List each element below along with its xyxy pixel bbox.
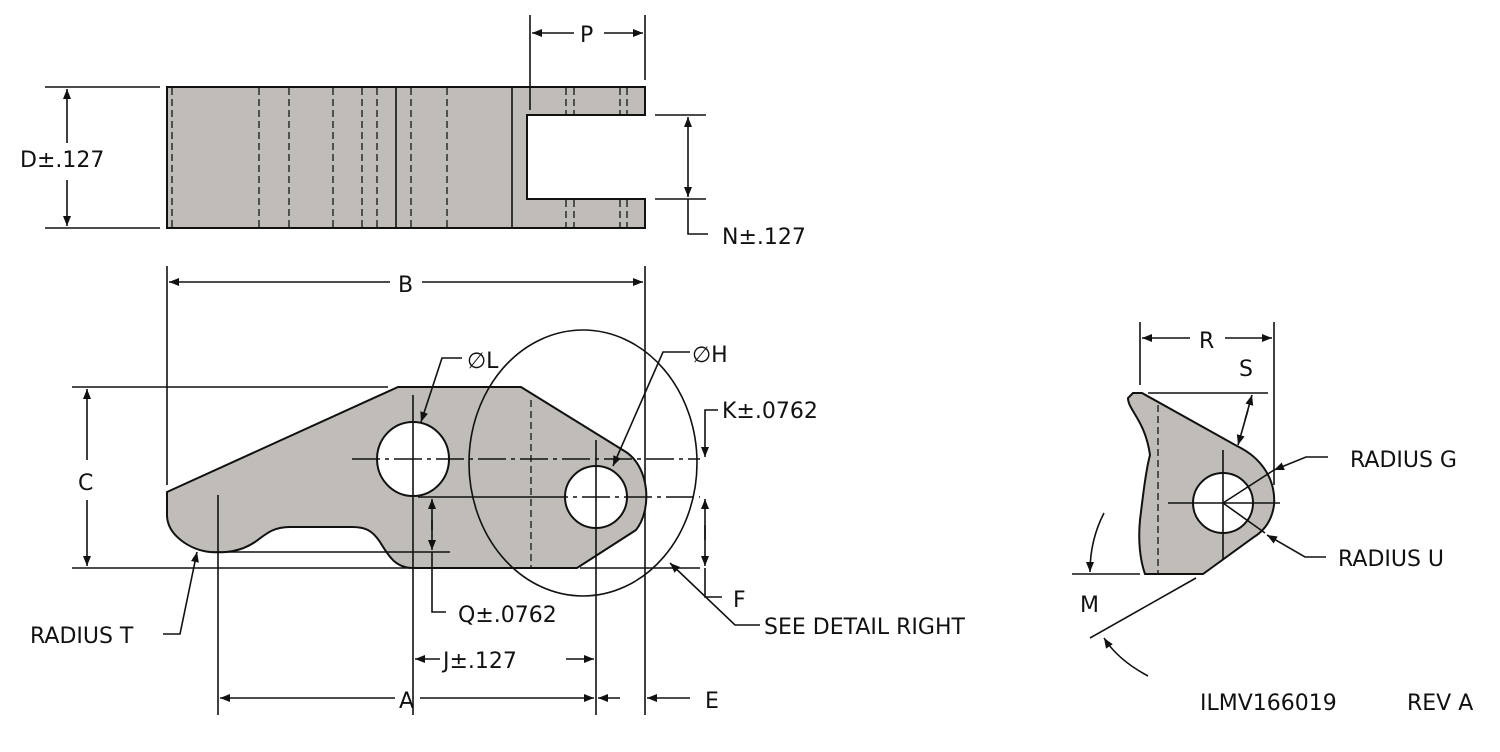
radius-t-callout: RADIUS T <box>30 551 199 649</box>
dimension-k: K±.0762 <box>701 399 818 457</box>
dimension-f-label: F <box>733 588 746 613</box>
top-view: D±.127 P N±.127 B <box>20 15 806 715</box>
see-detail-callout: SEE DETAIL RIGHT <box>669 562 965 640</box>
dimension-s: S <box>1148 357 1268 446</box>
dimension-q: Q±.0762 <box>428 499 557 628</box>
radius-g-callout: RADIUS G <box>1222 448 1457 504</box>
front-view: C ∅L ∅H K±.0762 F Q±.0762 <box>30 329 965 715</box>
part-number: ILMV166019 <box>1200 691 1337 716</box>
dimension-j: J±.127 <box>415 649 594 674</box>
radius-u-label: RADIUS U <box>1338 547 1444 572</box>
dimension-e: E <box>598 689 719 714</box>
radius-g-label: RADIUS G <box>1350 448 1457 473</box>
dimension-e-label: E <box>705 689 719 714</box>
dimension-q-label: Q±.0762 <box>458 603 557 628</box>
dimension-a-label: A <box>399 689 414 714</box>
radius-u-callout: RADIUS U <box>1222 502 1444 572</box>
diameter-h-label: ∅H <box>692 343 728 368</box>
dimension-r: R <box>1139 322 1275 485</box>
dimension-p: P <box>529 15 646 110</box>
dimension-b: B <box>166 266 646 715</box>
dimension-k-label: K±.0762 <box>722 399 818 424</box>
dimension-d-label: D±.127 <box>20 148 104 173</box>
dimension-r-label: R <box>1199 329 1214 354</box>
hidden-lines <box>171 88 628 227</box>
dimension-f: F <box>701 499 746 613</box>
centerlines <box>210 395 700 715</box>
diameter-h-callout: ∅H <box>612 343 728 467</box>
revision: REV A <box>1407 691 1473 716</box>
radius-t-label: RADIUS T <box>30 624 134 649</box>
diameter-l-label: ∅L <box>467 349 499 374</box>
dimension-p-label: P <box>580 23 593 48</box>
dimension-n-label: N±.127 <box>722 225 806 250</box>
title-block: ILMV166019 REV A <box>1200 691 1473 716</box>
dimension-j-label: J±.127 <box>441 649 517 674</box>
detail-circle <box>468 329 698 597</box>
angle-m-label: M <box>1080 593 1099 618</box>
dimension-a: A <box>220 689 594 714</box>
top-view-body <box>166 86 646 229</box>
angle-m: M <box>1072 512 1197 677</box>
dimension-c-label: C <box>78 471 93 496</box>
detail-view: R S RADIUS G RADIUS U M <box>1072 322 1457 677</box>
diameter-l-callout: ∅L <box>420 349 499 423</box>
dimension-s-label: S <box>1239 357 1253 382</box>
dimension-b-label: B <box>398 273 413 298</box>
see-detail-label: SEE DETAIL RIGHT <box>764 615 965 640</box>
dimension-c: C <box>72 386 410 569</box>
dimension-d: D±.127 <box>20 86 160 229</box>
dimension-n: N±.127 <box>655 114 806 250</box>
